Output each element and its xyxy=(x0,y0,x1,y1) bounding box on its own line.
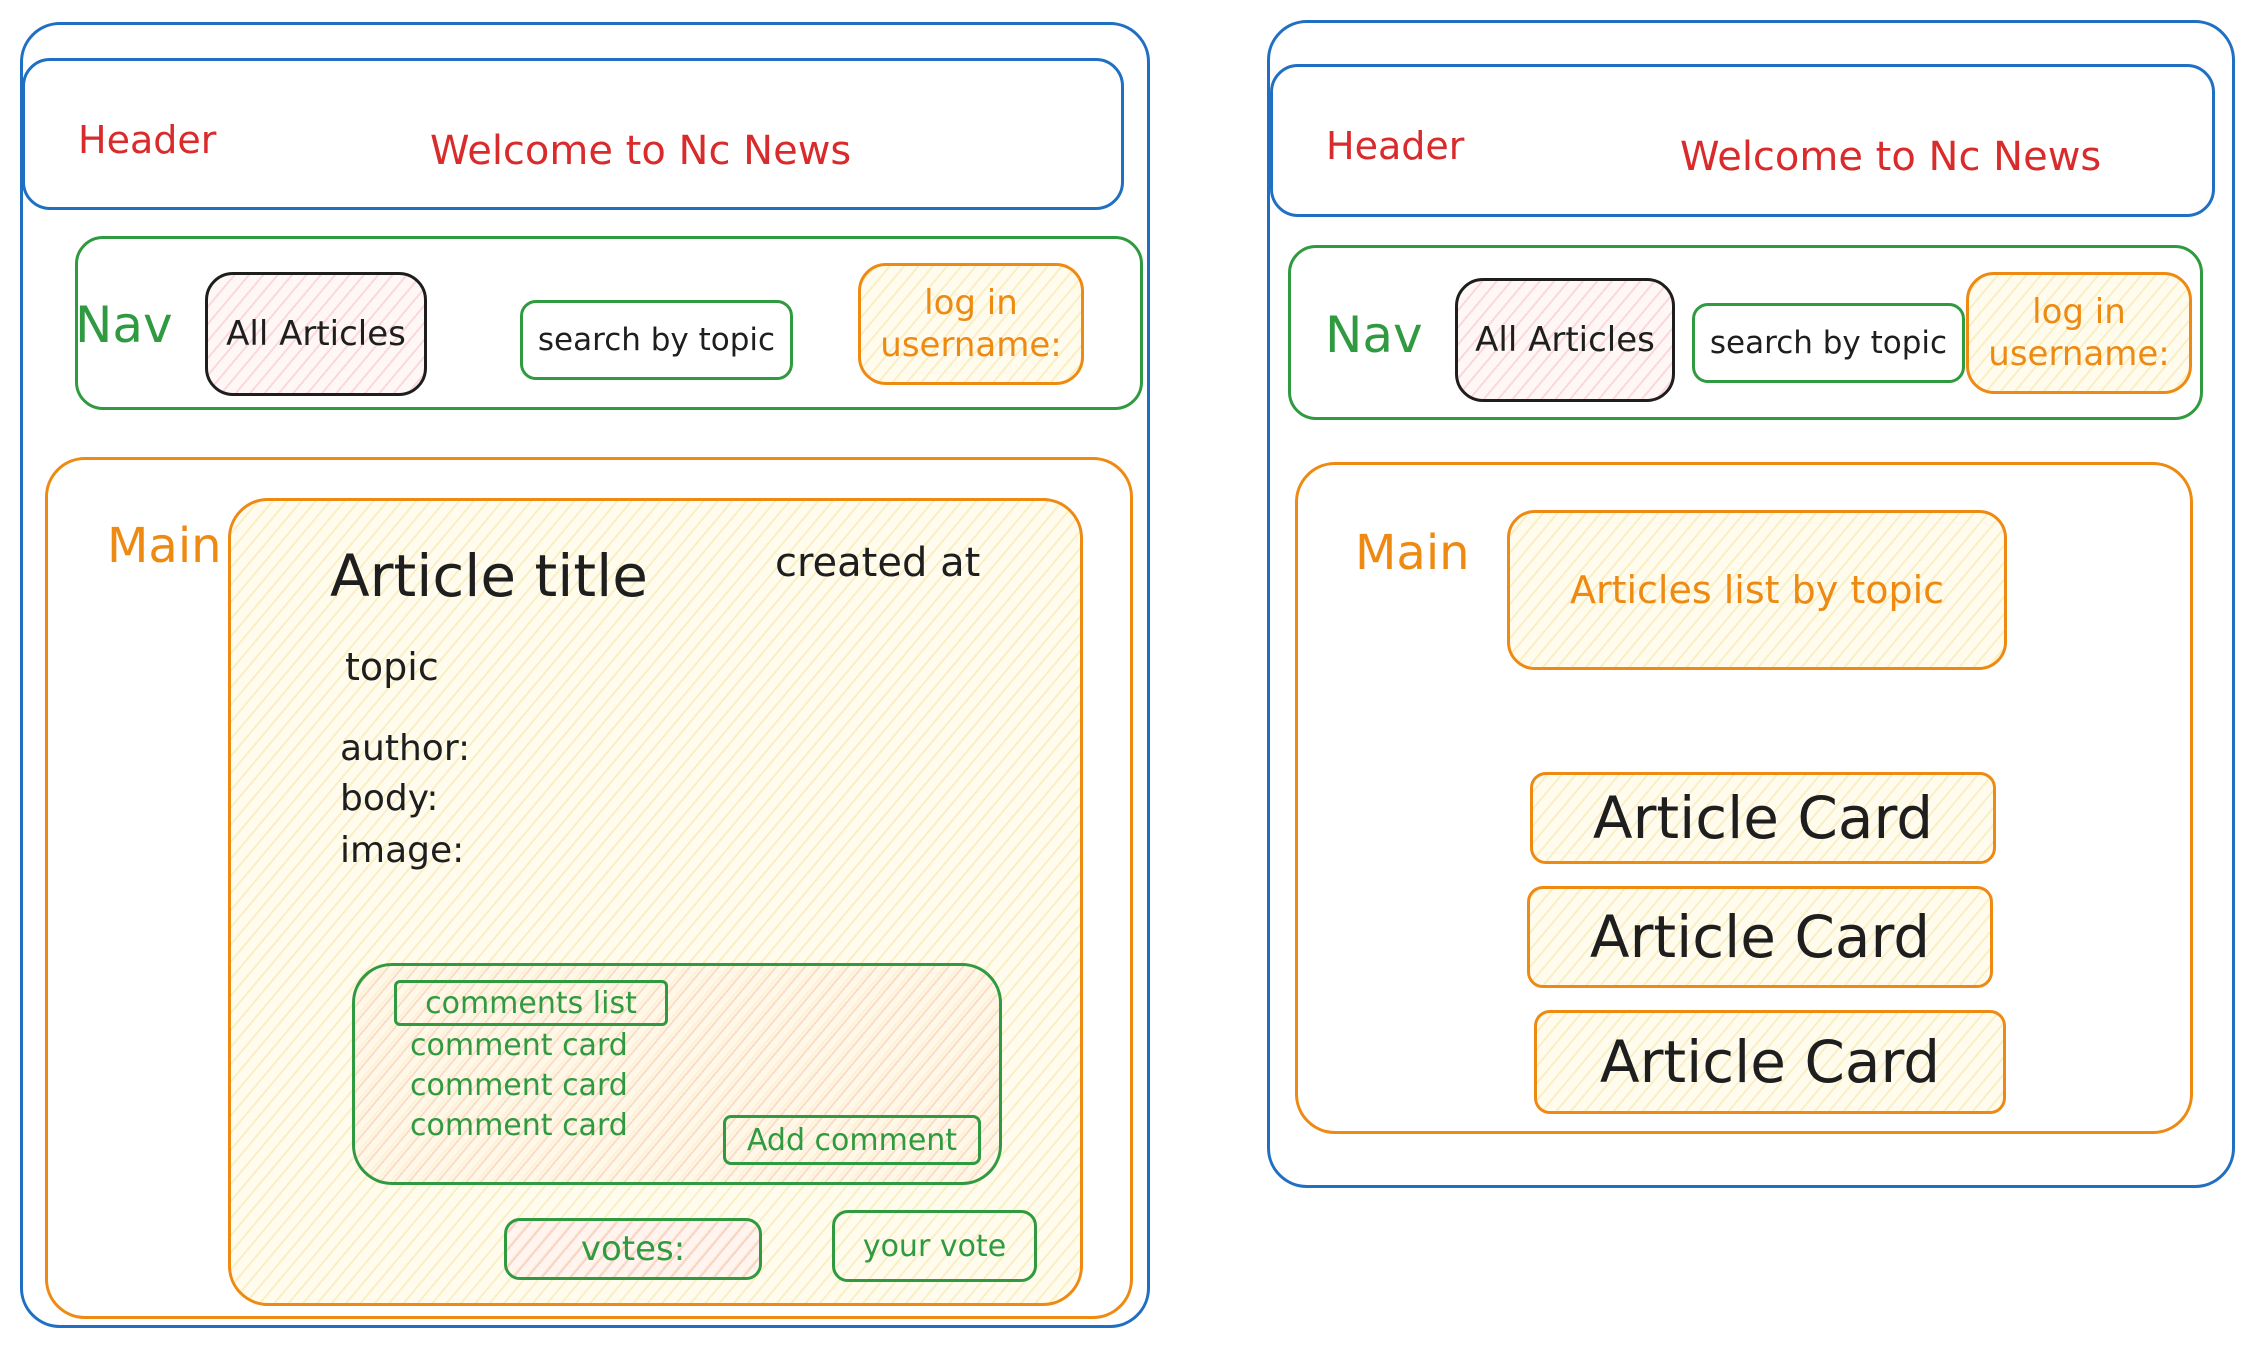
article-card[interactable]: Article Card xyxy=(1534,1010,2006,1114)
right-header-label: Header xyxy=(1326,124,1465,168)
comment-card: comment card xyxy=(410,1028,628,1063)
comments-section xyxy=(352,963,1002,1185)
right-nav-label: Nav xyxy=(1325,306,1423,364)
left-main-label: Main xyxy=(107,518,222,574)
article-card-label: Article Card xyxy=(1599,1028,1941,1096)
left-header-box xyxy=(22,58,1124,210)
right-username-label: username: xyxy=(1988,334,2170,374)
right-all-articles-button[interactable]: All Articles xyxy=(1455,278,1675,402)
right-nav-box xyxy=(1288,245,2203,420)
votes-label: votes: xyxy=(580,1229,686,1269)
left-search-by-topic-label: search by topic xyxy=(537,322,776,358)
right-header-title: Welcome to Nc News xyxy=(1680,134,2102,180)
article-card-label: Article Card xyxy=(1589,903,1931,971)
created-at: created at xyxy=(775,540,981,586)
left-main-box xyxy=(45,457,1133,1319)
left-wireframe-frame xyxy=(20,22,1150,1328)
comment-card: comment card xyxy=(410,1068,628,1103)
articles-list-by-topic-label: Articles list by topic xyxy=(1569,568,1945,612)
right-login-box[interactable]: log in username: xyxy=(1966,272,2192,394)
comments-list-label: comments list xyxy=(425,985,637,1021)
left-login-label: log in xyxy=(924,282,1018,323)
comment-card: comment card xyxy=(410,1108,628,1143)
article-card-label: Article Card xyxy=(1592,784,1934,852)
right-login-label: log in xyxy=(2032,291,2126,332)
articles-list-by-topic: Articles list by topic xyxy=(1507,510,2007,670)
right-search-by-topic-label: search by topic xyxy=(1709,325,1948,361)
left-login-box[interactable]: log in username: xyxy=(858,263,1084,385)
your-vote-button[interactable]: your vote xyxy=(832,1210,1037,1282)
left-nav-label: Nav xyxy=(75,296,173,354)
article-card[interactable]: Article Card xyxy=(1527,886,1993,988)
votes-box: votes: xyxy=(504,1218,762,1280)
add-comment-button[interactable]: Add comment xyxy=(723,1115,981,1165)
article-body: body: xyxy=(340,778,439,819)
add-comment-label: Add comment xyxy=(746,1122,958,1158)
right-search-by-topic-button[interactable]: search by topic xyxy=(1692,303,1965,383)
right-main-label: Main xyxy=(1355,525,1470,581)
article-title: Article title xyxy=(330,542,648,610)
left-all-articles-label: All Articles xyxy=(226,314,406,354)
your-vote-label: your vote xyxy=(862,1228,1007,1264)
article-topic: topic xyxy=(345,645,439,689)
article-image: image: xyxy=(340,830,465,871)
article-author: author: xyxy=(340,728,471,769)
left-nav-box xyxy=(75,236,1143,410)
right-header-box xyxy=(1270,64,2215,217)
left-header-title: Welcome to Nc News xyxy=(430,128,852,174)
left-search-by-topic-button[interactable]: search by topic xyxy=(520,300,793,380)
article-card[interactable]: Article Card xyxy=(1530,772,1996,864)
right-main-box xyxy=(1295,462,2193,1134)
comments-list-header: comments list xyxy=(394,980,668,1026)
left-all-articles-button[interactable]: All Articles xyxy=(205,272,427,396)
right-all-articles-label: All Articles xyxy=(1475,320,1655,360)
left-username-label: username: xyxy=(880,325,1062,365)
right-wireframe-frame xyxy=(1267,20,2235,1188)
left-header-label: Header xyxy=(78,118,217,162)
